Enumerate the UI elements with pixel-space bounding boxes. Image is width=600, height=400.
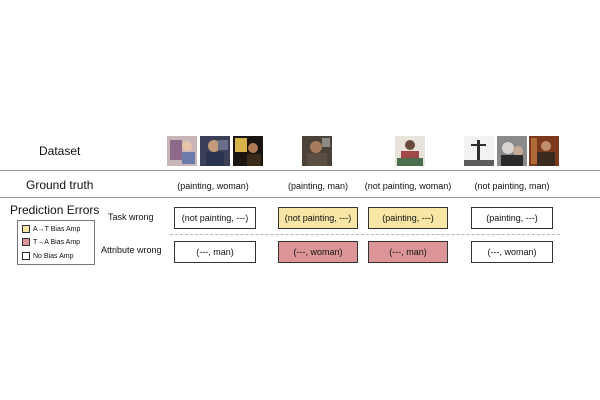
dataset-image [464, 136, 494, 166]
dataset-image [233, 136, 263, 166]
dataset-image [395, 136, 425, 166]
task-wrong-box: (painting, ---) [368, 207, 448, 229]
dataset-image [200, 136, 230, 166]
legend-swatch [22, 238, 30, 246]
legend-label: A→T Bias Amp [33, 225, 81, 233]
attribute-wrong-box: (---, man) [174, 241, 256, 263]
legend-item: T→A Bias Amp [22, 238, 80, 246]
dataset-label: Dataset [39, 144, 81, 158]
dataset-image [497, 136, 527, 166]
ground-truth-cell: (painting, woman) [177, 181, 249, 191]
task-wrong-label: Task wrong [108, 212, 154, 222]
dataset-image [302, 136, 332, 166]
attribute-wrong-box: (---, woman) [471, 241, 553, 263]
separator-line [0, 170, 600, 171]
legend-label: No Bias Amp [33, 252, 74, 260]
legend-swatch [22, 252, 30, 260]
dataset-image [529, 136, 559, 166]
row-divider [170, 234, 560, 235]
ground-truth-label: Ground truth [26, 178, 94, 192]
legend-swatch [22, 225, 30, 233]
attribute-wrong-label: Attribute wrong [101, 245, 162, 255]
task-wrong-box: (not painting, ---) [174, 207, 256, 229]
legend-item: A→T Bias Amp [22, 225, 80, 233]
ground-truth-cell: (painting, man) [287, 181, 349, 191]
separator-line [0, 197, 600, 198]
task-wrong-box: (painting, ---) [471, 207, 553, 229]
attribute-wrong-box: (---, woman) [278, 241, 358, 263]
ground-truth-cell: (not painting, man) [474, 181, 550, 191]
legend-label: T→A Bias Amp [33, 238, 81, 246]
legend-item: No Bias Amp [22, 252, 73, 260]
ground-truth-cell: (not painting, woman) [364, 181, 452, 191]
prediction-errors-label: Prediction Errors [10, 203, 100, 217]
attribute-wrong-box: (---, man) [368, 241, 448, 263]
legend: A→T Bias Amp T→A Bias Amp No Bias Amp [17, 220, 95, 265]
dataset-image [167, 136, 197, 166]
task-wrong-box: (not painting, ---) [278, 207, 358, 229]
